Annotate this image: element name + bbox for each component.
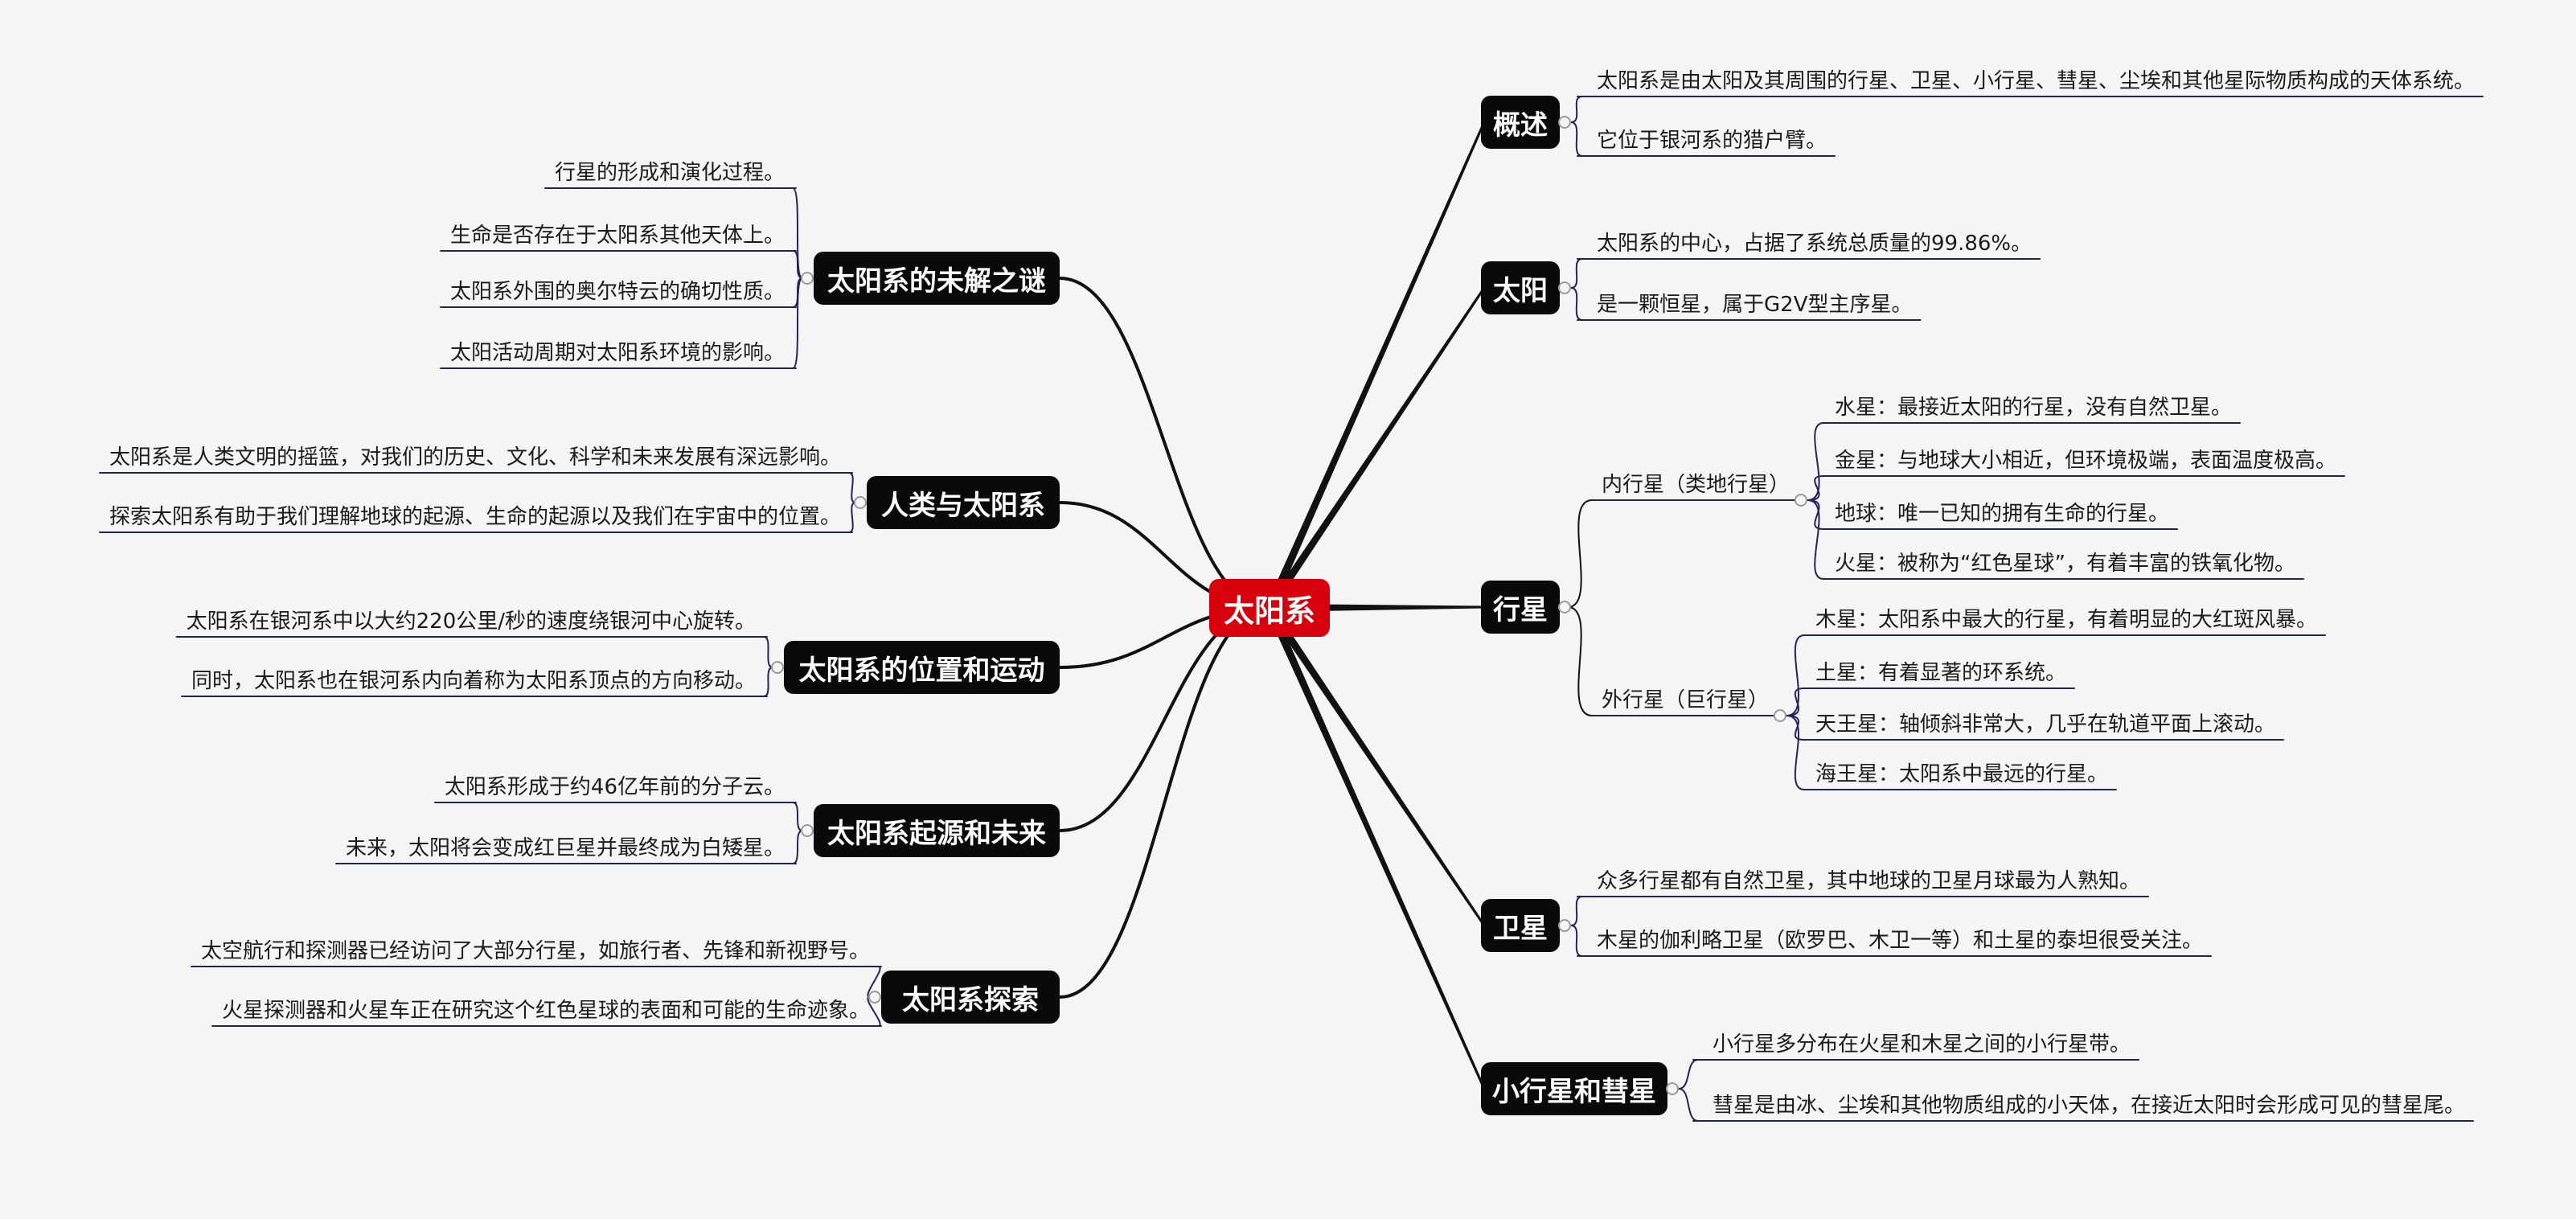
topic-node-overview[interactable]: 概述 bbox=[1481, 96, 1560, 149]
collapse-toggle-group-1[interactable] bbox=[1774, 709, 1786, 722]
leaf-text-overview-0[interactable]: 太阳系是由太阳及其周围的行星、卫星、小行星、彗星、尘埃和其他星际物质构成的天体系… bbox=[1597, 69, 2476, 93]
leaf-text-mysteries-1[interactable]: 生命是否存在于太阳系其他天体上。 bbox=[449, 224, 785, 248]
leaf-connector-humans-0 bbox=[848, 472, 856, 503]
leaf-connector-1-0 bbox=[1786, 634, 1805, 716]
leaf-connector-motion-1 bbox=[763, 667, 773, 697]
leaf-connector-overview-0 bbox=[1570, 96, 1583, 123]
leaf-text-origin-0[interactable]: 太阳系形成于约46亿年前的分子云。 bbox=[444, 775, 785, 799]
branch-line-sun bbox=[1265, 287, 1486, 610]
group-connector-1 bbox=[1567, 606, 1593, 716]
collapse-toggle-planets[interactable] bbox=[1558, 601, 1571, 614]
leaf-connector-humans-1 bbox=[848, 502, 856, 533]
leaf-connector-0-0 bbox=[1807, 422, 1824, 501]
leaf-text-mysteries-3[interactable]: 太阳活动周期对太阳系环境的影响。 bbox=[449, 341, 785, 365]
leaf-text-sun-0[interactable]: 太阳系的中心，占据了系统总质量的99.86%。 bbox=[1597, 232, 2032, 256]
collapse-toggle-overview[interactable] bbox=[1558, 116, 1571, 129]
topic-node-moons[interactable]: 卫星 bbox=[1481, 899, 1560, 952]
leaf-text-humans-1[interactable]: 探索太阳系有助于我们理解地球的起源、生命的起源以及我们在宇宙中的位置。 bbox=[109, 505, 841, 529]
leaf-text-moons-0[interactable]: 众多行星都有自然卫星，其中地球的卫星月球最为人熟知。 bbox=[1597, 869, 2141, 893]
leaf-text-1-1[interactable]: 土星：有着显著的环系统。 bbox=[1815, 661, 2067, 685]
leaf-text-0-0[interactable]: 水星：最接近太阳的行星，没有自然卫星。 bbox=[1835, 396, 2233, 420]
collapse-toggle-sun[interactable] bbox=[1558, 281, 1571, 294]
group-label-1[interactable]: 外行星（巨行星） bbox=[1602, 688, 1770, 712]
leaf-connector-exploration-0 bbox=[867, 966, 881, 998]
leaf-connector-origin-1 bbox=[792, 830, 803, 864]
leaf-connector-asteroids-1 bbox=[1678, 1088, 1699, 1122]
collapse-toggle-origin[interactable] bbox=[801, 824, 814, 837]
leaf-text-origin-1[interactable]: 未来，太阳将会变成红巨星并最终成为白矮星。 bbox=[345, 836, 785, 860]
leaf-text-exploration-1[interactable]: 火星探测器和火星车正在研究这个红色星球的表面和可能的生命迹象。 bbox=[221, 999, 870, 1023]
leaf-connector-0-3 bbox=[1807, 499, 1824, 580]
leaf-text-1-2[interactable]: 天王星：轴倾斜非常大，几乎在轨道平面上滚动。 bbox=[1815, 712, 2276, 737]
branch-line-asteroids bbox=[1265, 605, 1486, 1090]
leaf-text-humans-0[interactable]: 太阳系是人类文明的摇篮，对我们的历史、文化、科学和未来发展有深远影响。 bbox=[109, 445, 841, 470]
leaf-connector-0-1 bbox=[1807, 475, 1824, 501]
leaf-text-sun-1[interactable]: 是一颗恒星，属于G2V型主序星。 bbox=[1597, 293, 1913, 317]
group-label-0[interactable]: 内行星（类地行星） bbox=[1602, 473, 1790, 497]
leaf-connector-overview-1 bbox=[1570, 121, 1583, 157]
collapse-toggle-exploration[interactable] bbox=[868, 991, 881, 1004]
collapse-toggle-motion[interactable] bbox=[771, 661, 784, 674]
collapse-toggle-moons[interactable] bbox=[1558, 919, 1571, 932]
collapse-toggle-group-0[interactable] bbox=[1795, 494, 1807, 507]
topic-node-mysteries[interactable]: 太阳系的未解之谜 bbox=[814, 252, 1060, 305]
leaf-text-mysteries-2[interactable]: 太阳系外围的奥尔特云的确切性质。 bbox=[449, 280, 785, 304]
leaf-text-motion-0[interactable]: 太阳系在银河系中以大约220公里/秒的速度绕银河中心旋转。 bbox=[186, 610, 756, 634]
leaf-connector-asteroids-0 bbox=[1678, 1059, 1699, 1090]
collapse-toggle-asteroids[interactable] bbox=[1666, 1082, 1679, 1095]
topic-node-origin[interactable]: 太阳系起源和未来 bbox=[814, 804, 1060, 857]
branch-line-mysteries bbox=[1058, 277, 1271, 610]
leaf-connector-motion-0 bbox=[763, 636, 773, 668]
leaf-connector-1-3 bbox=[1786, 715, 1805, 790]
leaf-text-mysteries-0[interactable]: 行星的形成和演化过程。 bbox=[554, 161, 785, 185]
branch-line-moons bbox=[1265, 605, 1486, 926]
leaf-connector-moons-0 bbox=[1570, 896, 1583, 926]
leaf-text-asteroids-1[interactable]: 彗星是由冰、尘埃和其他物质组成的小天体，在接近太阳时会形成可见的彗星尾。 bbox=[1713, 1094, 2466, 1118]
leaf-connector-mysteries-0 bbox=[792, 187, 803, 279]
leaf-text-asteroids-0[interactable]: 小行星多分布在火星和木星之间的小行星带。 bbox=[1713, 1032, 2131, 1057]
topic-node-planets[interactable]: 行星 bbox=[1481, 581, 1560, 634]
collapse-toggle-mysteries[interactable] bbox=[801, 272, 814, 285]
topic-node-motion[interactable]: 太阳系的位置和运动 bbox=[784, 641, 1060, 694]
leaf-text-overview-1[interactable]: 它位于银河系的猎户臂。 bbox=[1597, 129, 1827, 153]
branch-line-overview bbox=[1265, 121, 1486, 610]
topic-node-asteroids[interactable]: 小行星和彗星 bbox=[1481, 1062, 1667, 1115]
topic-node-humans[interactable]: 人类与太阳系 bbox=[867, 476, 1060, 529]
leaf-text-1-0[interactable]: 木星：太阳系中最大的行星，有着明显的大红斑风暴。 bbox=[1815, 608, 2318, 632]
leaf-text-moons-1[interactable]: 木星的伽利略卫星（欧罗巴、木卫一等）和土星的泰坦很受关注。 bbox=[1597, 929, 2204, 953]
leaf-connector-sun-0 bbox=[1570, 258, 1583, 289]
leaf-text-0-2[interactable]: 地球：唯一已知的拥有生命的行星。 bbox=[1835, 502, 2170, 526]
leaf-connector-exploration-1 bbox=[867, 996, 881, 1027]
leaf-connector-moons-1 bbox=[1570, 925, 1583, 957]
leaf-text-0-3[interactable]: 火星：被称为“红色星球”，有着丰富的铁氧化物。 bbox=[1835, 552, 2295, 576]
root-node[interactable]: 太阳系 bbox=[1209, 579, 1330, 637]
topic-node-sun[interactable]: 太阳 bbox=[1481, 261, 1560, 314]
leaf-text-exploration-0[interactable]: 太空航行和探测器已经访问了大部分行星，如旅行者、先锋和新视野号。 bbox=[200, 939, 870, 963]
leaf-text-motion-1[interactable]: 同时，太阳系也在银河系内向着称为太阳系顶点的方向移动。 bbox=[191, 669, 756, 693]
collapse-toggle-humans[interactable] bbox=[854, 496, 867, 509]
leaf-connector-origin-0 bbox=[792, 802, 803, 831]
leaf-connector-sun-1 bbox=[1570, 287, 1583, 321]
topic-node-exploration[interactable]: 太阳系探索 bbox=[881, 971, 1060, 1024]
leaf-connector-mysteries-3 bbox=[792, 277, 803, 369]
group-connector-0 bbox=[1567, 499, 1593, 608]
leaf-connector-1-1 bbox=[1786, 687, 1805, 716]
leaf-text-0-1[interactable]: 金星：与地球大小相近，但环境极端，表面温度极高。 bbox=[1835, 449, 2337, 473]
leaf-text-1-3[interactable]: 海王星：太阳系中最远的行星。 bbox=[1815, 762, 2109, 786]
